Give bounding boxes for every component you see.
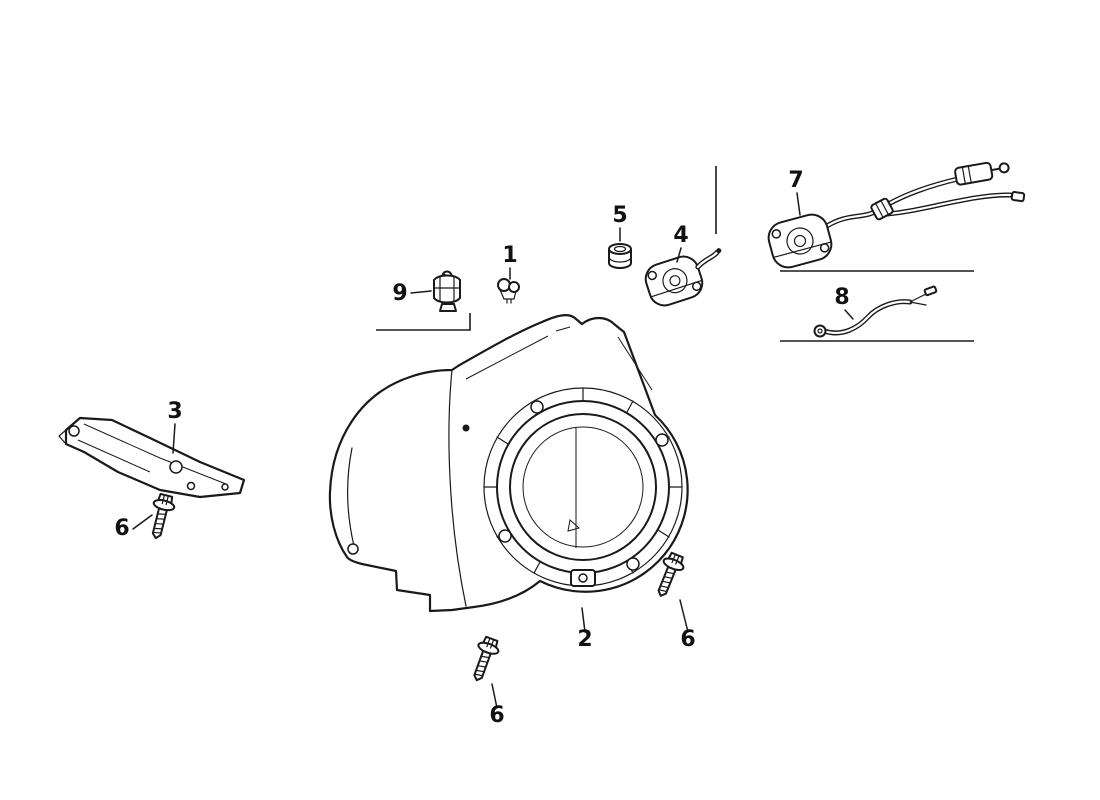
part-5-cap [608,243,632,269]
callout-label-9: 9 [392,281,407,306]
part-3-bracket-plate [58,416,246,499]
part-9-wire-clamp [433,270,461,312]
callout-label-6-left: 6 [114,516,129,541]
callout-label-7: 7 [788,168,803,193]
part-6-flange-bolt-bottom [465,634,503,685]
callout-label-4: 4 [673,223,688,248]
part-6-flange-bolt-right [650,550,688,601]
spark-plug-cap [954,161,1010,186]
part-1-wire-clip [497,278,520,304]
callout-leader-lines [132,192,854,709]
wire-terminal [1010,191,1026,203]
part-8-lead-wire [813,285,938,338]
callout-label-8: 8 [834,285,849,310]
part-4-ignition-coil [644,248,722,307]
wire-boot [870,197,894,221]
callout-label-6-right: 6 [680,627,695,652]
callout-label-3: 3 [167,399,182,424]
part-2-fan-cover [328,314,689,613]
callout-label-5: 5 [612,203,627,228]
callout-label-1: 1 [502,243,517,268]
group-bracket-lines [376,166,974,342]
callout-label-2: 2 [577,627,592,652]
part-7-ignition-coil-with-wire [767,161,1026,269]
callout-label-6-bottom: 6 [489,703,504,728]
